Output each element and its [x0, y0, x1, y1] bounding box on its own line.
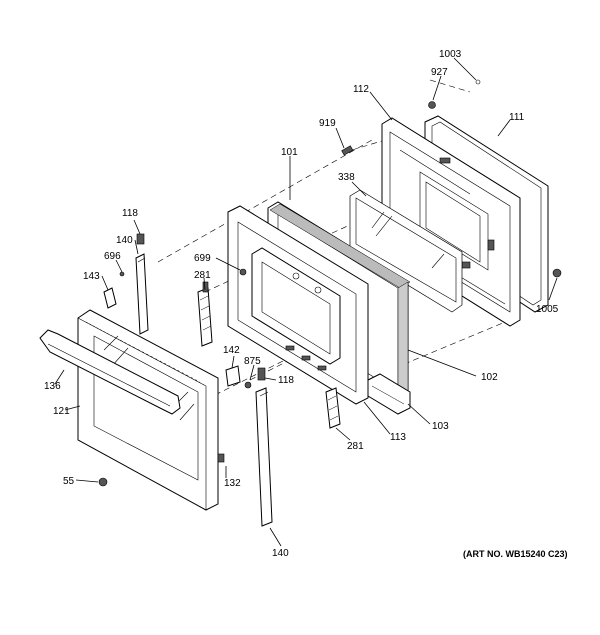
bracket-143 [103, 287, 117, 309]
label-281-lower: 281 [347, 441, 364, 452]
washer-927 [428, 101, 436, 109]
door-liner [227, 205, 369, 405]
outer-door-121 [77, 309, 225, 511]
label-118-lower: 118 [278, 375, 294, 386]
label-1003: 1003 [439, 49, 462, 60]
label-338: 338 [338, 172, 355, 183]
label-142: 142 [223, 345, 240, 356]
foot-55 [98, 477, 108, 487]
label-875: 875 [244, 356, 261, 367]
label-136: 136 [44, 381, 61, 392]
label-118-upper: 118 [122, 208, 138, 219]
screw-1003 [475, 79, 481, 85]
end-cap-118-upper [136, 233, 145, 245]
label-113: 113 [390, 432, 406, 443]
label-121: 121 [53, 406, 70, 417]
label-919: 919 [319, 118, 336, 129]
label-102: 102 [481, 372, 498, 383]
hinge-281-right [325, 387, 341, 429]
hinge-281-left [197, 281, 213, 347]
label-696: 696 [104, 251, 121, 262]
label-112: 112 [353, 84, 369, 95]
door-handle-136 [39, 329, 181, 415]
label-1005: 1005 [536, 304, 559, 315]
label-699: 699 [194, 253, 211, 264]
screw-875 [244, 381, 252, 389]
screw-696 [119, 271, 125, 277]
screw-699 [239, 268, 247, 276]
label-927: 927 [431, 67, 448, 78]
label-140-lower: 140 [272, 548, 289, 559]
art-number: (ART NO. WB15240 C23) [463, 549, 568, 559]
label-101: 101 [281, 147, 298, 158]
label-111: 111 [509, 112, 525, 123]
label-55: 55 [63, 476, 75, 487]
leader-lines [54, 57, 558, 547]
end-cap-118-lower [257, 367, 266, 381]
label-281-upper: 281 [194, 270, 211, 281]
clip-919 [341, 145, 354, 156]
side-trim-140-upper [135, 253, 149, 335]
part-labels: 1003 927 112 111 919 101 338 118 140 696… [44, 49, 559, 559]
label-132: 132 [224, 478, 241, 489]
part-142 [225, 365, 241, 387]
label-140-upper: 140 [116, 235, 133, 246]
screw-1005 [552, 268, 562, 278]
label-143: 143 [83, 271, 100, 282]
label-103: 103 [432, 421, 449, 432]
side-trim-140-lower [255, 387, 273, 527]
